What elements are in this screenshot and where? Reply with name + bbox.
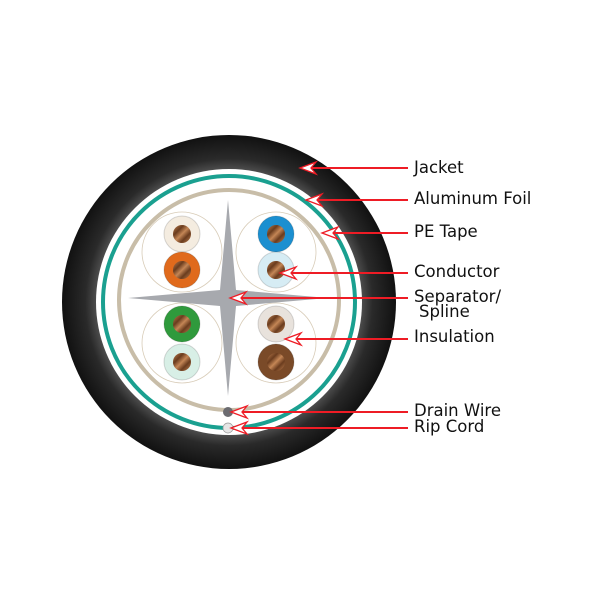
separator-spline — [128, 200, 328, 396]
copper-conductor — [267, 353, 285, 371]
twisted-pair-outline — [141, 211, 223, 293]
label-jacket: Jacket — [414, 158, 464, 177]
label-spline: Spline — [419, 302, 470, 321]
label-conductor: Conductor — [414, 262, 500, 281]
arrow-separator — [228, 290, 408, 306]
arrow-drain-wire — [229, 404, 408, 420]
twisted-pair-outline — [235, 211, 317, 293]
copper-conductor — [267, 225, 285, 243]
arrow-aluminum-foil — [304, 192, 408, 208]
twisted-pair-outline — [235, 302, 317, 384]
label-separator: Separator/ — [414, 287, 502, 306]
drain-wire — [223, 407, 233, 417]
copper-conductor — [173, 315, 191, 333]
arrow-rip-cord — [229, 420, 408, 436]
copper-conductor — [267, 261, 285, 279]
copper-conductor — [173, 225, 191, 243]
label-drain-wire: Drain Wire — [414, 401, 501, 420]
arrow-conductor — [278, 265, 408, 281]
twisted-pair-outline — [141, 302, 223, 384]
label-rip-cord: Rip Cord — [414, 417, 485, 436]
copper-conductor — [173, 353, 191, 371]
arrow-pe-tape — [320, 225, 408, 241]
label-aluminum-foil: Aluminum Foil — [414, 189, 532, 208]
copper-conductor — [267, 315, 285, 333]
arrow-insulation — [283, 331, 408, 347]
arrow-jacket — [298, 160, 408, 176]
label-insulation: Insulation — [414, 327, 495, 346]
label-pe-tape: PE Tape — [414, 222, 478, 241]
copper-conductor — [173, 261, 191, 279]
